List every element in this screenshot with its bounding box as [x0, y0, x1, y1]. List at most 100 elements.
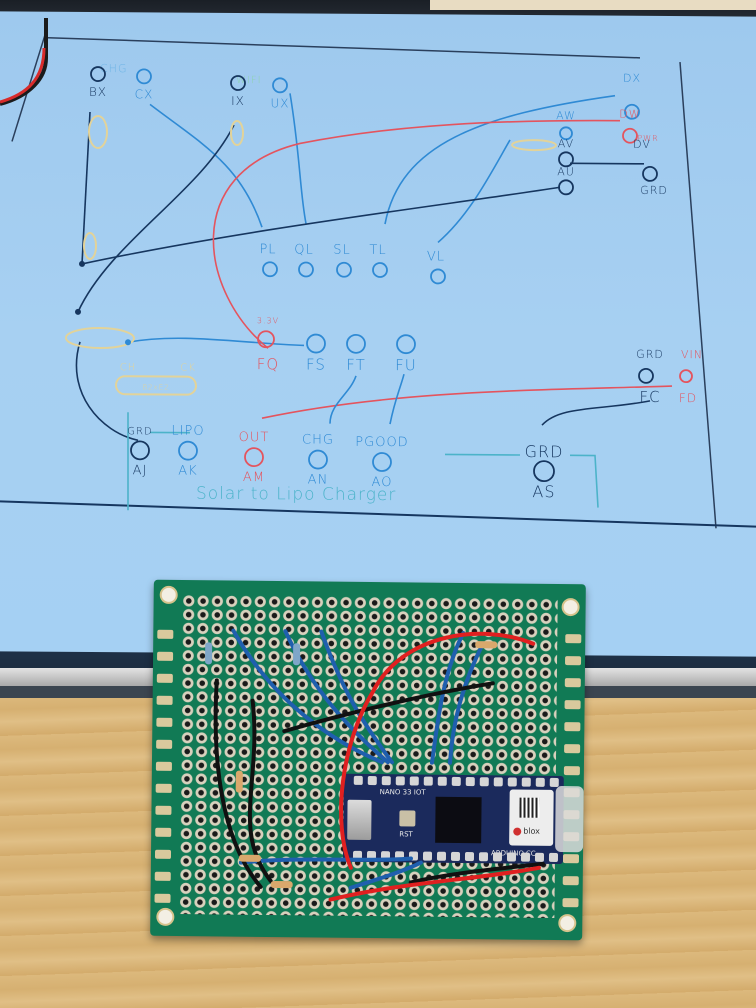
pin-label: TL — [369, 243, 386, 258]
pin-label: PWR — [637, 134, 658, 143]
pin-circle — [136, 68, 152, 85]
pin-label: IX — [231, 94, 245, 108]
pin-label: 3.3V — [257, 316, 279, 325]
resistors — [205, 641, 498, 889]
pin-circle — [298, 261, 314, 278]
wire-node-au — [81, 186, 561, 265]
wire-av-grd — [570, 162, 644, 165]
pin-label: AO — [372, 475, 393, 490]
pin-label: FD — [679, 391, 697, 405]
pin-circle — [638, 367, 654, 384]
pin-label: AS — [532, 482, 555, 501]
wire-fu-pgood — [389, 373, 405, 425]
wire-gnd-aj — [75, 341, 139, 442]
pin-label: FT — [346, 356, 366, 374]
pin-circle — [372, 262, 388, 278]
wire-teal-right — [445, 453, 599, 508]
pin-label: AJ — [133, 463, 148, 478]
pin-circle — [130, 440, 150, 461]
pin-label: QL — [294, 242, 313, 257]
junction-dot — [79, 260, 85, 267]
pin-circle — [178, 440, 198, 461]
frame-top-line — [47, 36, 641, 59]
wire-fc-grd — [541, 400, 651, 426]
junction-dot — [125, 339, 131, 346]
pin-label: PGOOD — [355, 435, 408, 450]
pin-circle — [336, 261, 352, 278]
frame-right-line — [679, 62, 717, 529]
header-wifi: WIFI — [236, 75, 262, 86]
pin-label: GRD — [640, 184, 668, 197]
red-jumper — [339, 631, 536, 870]
pin-label: GRD — [525, 442, 564, 461]
pin-label: AK — [178, 464, 197, 479]
blue-jumper — [447, 641, 486, 765]
wire-dx-tl — [384, 94, 616, 225]
pin-circle — [622, 127, 638, 144]
pin-label: AW — [556, 109, 576, 122]
pin-circle — [262, 261, 278, 278]
pin-circle — [679, 369, 693, 384]
pin-label: GRD — [127, 426, 152, 437]
wire-ft-chg — [329, 375, 357, 424]
pin-label: FU — [395, 356, 417, 374]
yellow-resistor-1 — [88, 115, 108, 150]
blue-jumper — [429, 630, 466, 765]
blue-jumper — [238, 856, 413, 865]
jumper-wires — [205, 628, 545, 902]
wire-ch-fs — [127, 337, 305, 347]
black-jumper — [247, 698, 273, 883]
pin-circle — [244, 447, 264, 468]
pin-circle — [430, 268, 446, 285]
wire-cx-pl — [149, 103, 263, 228]
pin-label: GRD — [636, 348, 664, 361]
pin-label: CK — [180, 363, 196, 374]
resistor — [475, 641, 498, 649]
black-jumper — [408, 861, 545, 885]
pin-label: FS — [306, 355, 326, 373]
wire-aw-vl — [437, 139, 511, 244]
resistor — [238, 854, 261, 862]
pin-circle — [306, 333, 326, 354]
background-wall — [430, 0, 756, 10]
pin-label: B2xE2 — [142, 383, 169, 391]
wire-teal-left — [127, 412, 190, 511]
pin-label: DV — [633, 138, 651, 151]
pin-circle — [272, 77, 288, 94]
wire-ix-node — [77, 124, 235, 313]
pin-circle — [90, 66, 106, 82]
blue-jumper — [319, 629, 394, 765]
red-jumper — [328, 865, 541, 902]
pin-label: VIN — [681, 348, 703, 361]
pin-label: AU — [557, 165, 575, 178]
pin-label: UX — [270, 96, 289, 110]
pin-label: LIPO — [171, 424, 204, 439]
blue-jumper — [231, 628, 384, 765]
pin-circle — [559, 126, 573, 141]
pin-label: AV — [558, 137, 574, 150]
pin-label: CX — [135, 87, 154, 101]
yellow-resistor-4 — [511, 139, 557, 152]
pin-label: FC — [639, 388, 660, 406]
pin-label: DX — [623, 72, 641, 85]
pin-label: AM — [243, 470, 265, 485]
frame-bottom-line — [0, 500, 756, 528]
resistor — [293, 643, 301, 666]
cable-black — [0, 18, 48, 106]
yellow-resistor-3 — [83, 231, 97, 260]
yellow-crystal — [115, 375, 197, 396]
yellow-parts — [65, 115, 557, 396]
pin-circle — [533, 460, 555, 483]
pin-circle — [308, 449, 328, 470]
perfboard: blox NANO 33 IOT RST ARDUINO.CC — [150, 579, 586, 941]
fc-pin-block: GRD VIN FC FD — [636, 348, 703, 406]
black-jumper — [282, 681, 495, 734]
pin-circle — [257, 330, 275, 349]
pin-label: OUT — [239, 430, 270, 445]
